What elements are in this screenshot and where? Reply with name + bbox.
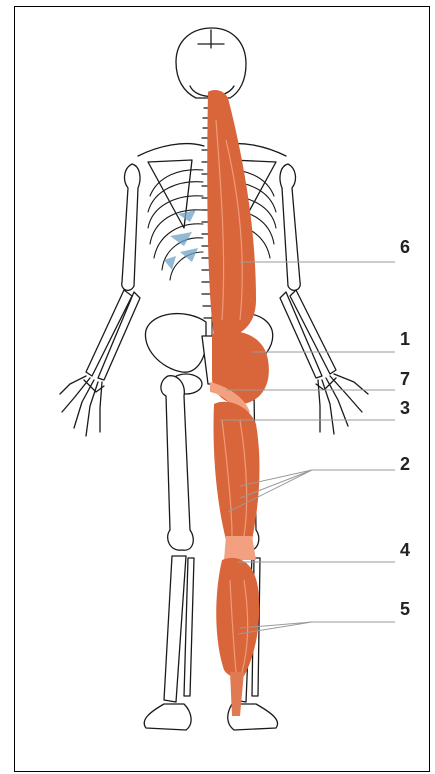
left-ilium bbox=[145, 314, 206, 373]
right-humerus bbox=[280, 164, 300, 290]
left-tibia bbox=[164, 556, 186, 702]
erector-spinae-muscle bbox=[207, 90, 256, 336]
label-1: 1 bbox=[400, 329, 410, 349]
label-6: 6 bbox=[400, 237, 410, 257]
labels: 6 1 7 3 2 4 5 bbox=[400, 237, 410, 619]
label-3: 3 bbox=[400, 398, 410, 418]
left-fibula bbox=[184, 558, 194, 696]
label-5: 5 bbox=[400, 599, 410, 619]
label-4: 4 bbox=[400, 540, 410, 560]
label-7: 7 bbox=[400, 369, 410, 389]
hamstring-muscle bbox=[214, 402, 260, 545]
left-hand bbox=[60, 376, 104, 436]
left-femur bbox=[161, 376, 193, 550]
label-2: 2 bbox=[400, 454, 410, 474]
left-clavicle bbox=[138, 144, 204, 156]
right-hand bbox=[316, 374, 368, 434]
knee-junction bbox=[224, 536, 256, 560]
left-humerus bbox=[122, 164, 140, 290]
left-foot bbox=[144, 704, 191, 730]
leader-line-5 bbox=[238, 622, 395, 634]
